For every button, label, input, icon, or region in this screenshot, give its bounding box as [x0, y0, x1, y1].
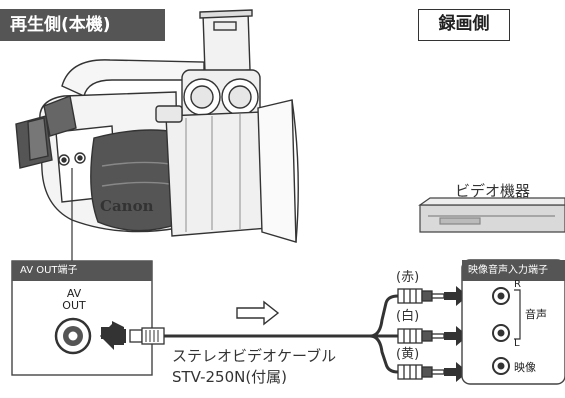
cable-name-line2: STV-250N(付属): [172, 368, 288, 386]
recorder-device-illustration: [418, 197, 565, 233]
white-plug-label: (白): [396, 309, 420, 324]
recorder-side-title: 録画側: [418, 9, 510, 41]
av-out-jack-label: AV OUT: [54, 288, 94, 312]
red-plug-label: (赤): [396, 270, 420, 285]
av-input-panel: [461, 259, 565, 385]
cable-name: ステレオビデオケーブル STV-250N(付属): [172, 346, 336, 388]
av-out-label-line1: AV: [66, 287, 82, 300]
playback-side-title: 再生側(本機): [0, 9, 165, 41]
av-out-label-line2: OUT: [62, 299, 86, 312]
yellow-plug-label: (黄): [396, 347, 420, 362]
input-r-label: R: [514, 279, 521, 290]
av-out-caption: AV OUT端子: [12, 261, 152, 281]
camcorder-illustration: [15, 9, 299, 261]
input-audio-label: 音声: [525, 308, 547, 321]
av-cable: [129, 286, 468, 382]
cable-name-line1: ステレオビデオケーブル: [172, 347, 337, 365]
signal-direction-arrow: [236, 300, 280, 326]
camera-brand-logo: Canon: [100, 197, 154, 215]
input-video-label: 映像: [514, 361, 536, 374]
recorder-device-label: ビデオ機器: [455, 182, 531, 200]
input-l-label: L: [514, 338, 520, 349]
av-input-caption: 映像音声入力端子: [462, 260, 565, 281]
